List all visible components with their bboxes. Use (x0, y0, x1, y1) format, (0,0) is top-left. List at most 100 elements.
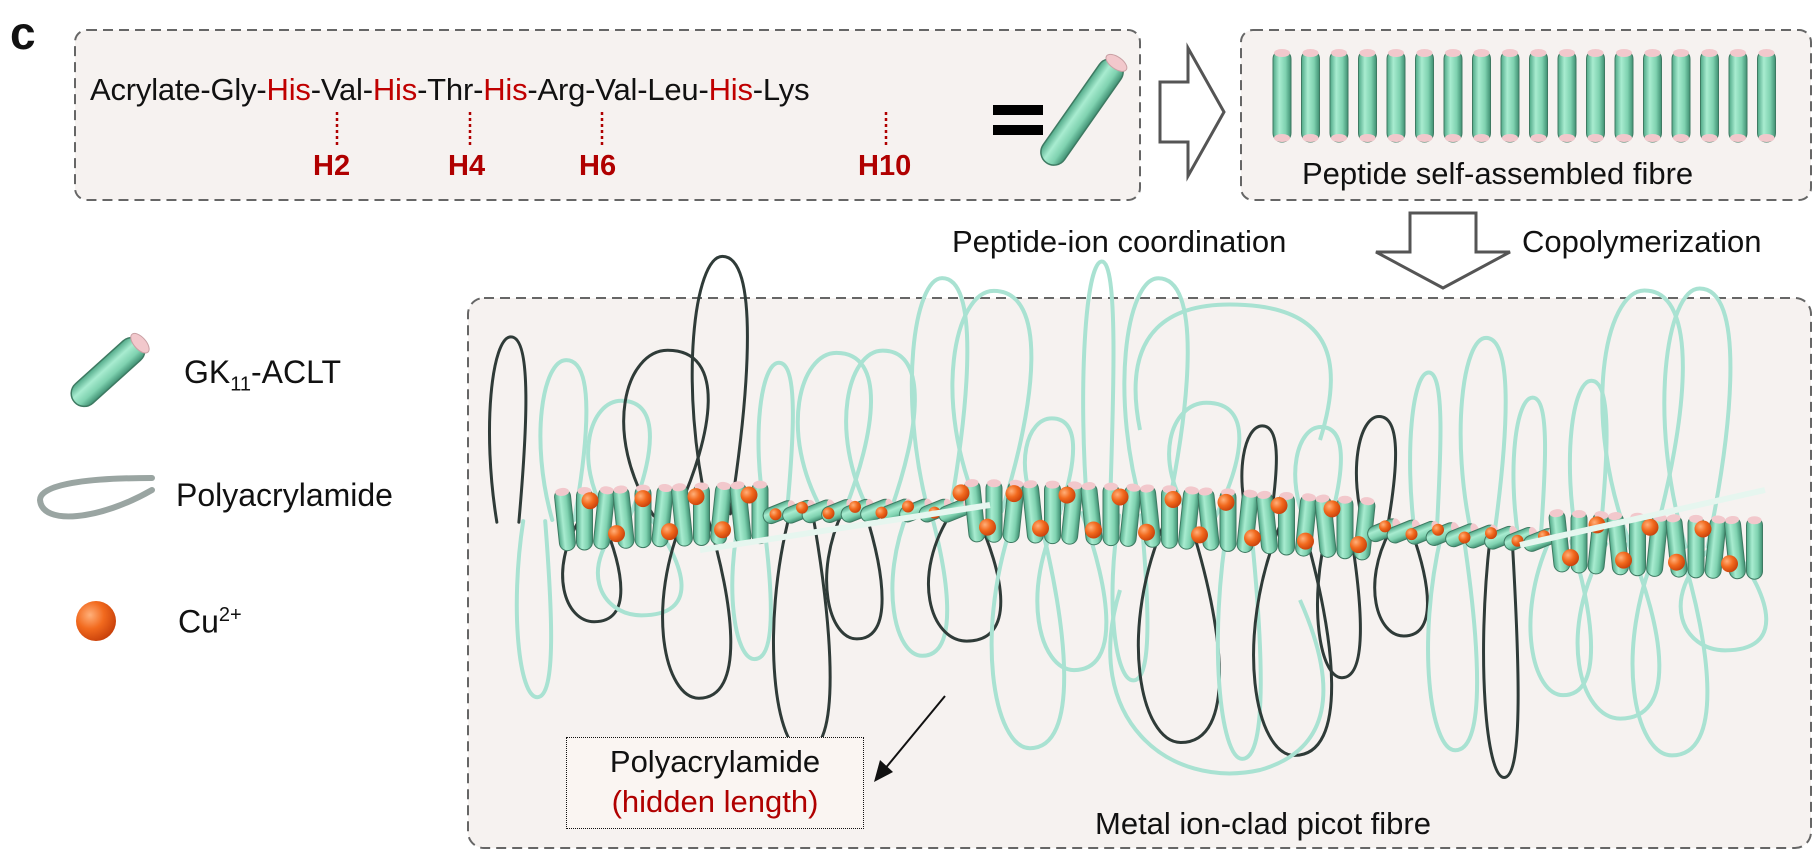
polymer-loop (1215, 519, 1263, 761)
copper-ion (714, 521, 731, 539)
polymer-loop (730, 510, 773, 662)
equals-sign (993, 105, 1043, 135)
peptide-cylinder-icon (1040, 53, 1128, 166)
copper-ion (979, 518, 996, 536)
panel-letter: c (10, 7, 36, 59)
copper-ion (1270, 496, 1288, 514)
polymer-loop (1567, 378, 1609, 545)
polymer-loop (1108, 589, 1326, 776)
his-label-h6: H6 (579, 150, 617, 182)
copper-ion (796, 501, 808, 514)
callout-line2: (hidden length) (611, 784, 819, 819)
polymer-loop (1240, 424, 1278, 524)
his-label-h2: H2 (313, 150, 351, 182)
polymer-loop (538, 358, 589, 522)
polymer-loop (622, 348, 710, 518)
sequence-panel (74, 29, 1141, 201)
copper-ion (849, 500, 861, 513)
copper-ion (1191, 526, 1208, 544)
copper-ion (1721, 555, 1738, 573)
polymer-loop (1373, 529, 1429, 638)
polymer-loop (561, 517, 623, 624)
copper-ion (1058, 486, 1076, 504)
fibre-peptide-cylinder (1757, 49, 1776, 143)
copper-ion (1668, 553, 1685, 571)
down-arrow-icon (1375, 211, 1511, 290)
sequence-segment: Acrylate-Gly- (90, 72, 267, 107)
polymer-loop (1293, 425, 1343, 528)
polymer-loop (1678, 545, 1769, 653)
polymer-loop (1122, 276, 1190, 519)
polymer-loop (1167, 400, 1242, 522)
copper-ion (1085, 521, 1102, 539)
polymer-loop (514, 519, 554, 700)
copper-ion (1323, 500, 1341, 518)
copper-ion (1405, 528, 1418, 541)
fibre-peptide-cylinder (1557, 49, 1577, 143)
copper-ion (1458, 531, 1471, 544)
right-arrow-icon (1158, 42, 1226, 182)
polymer-loop (595, 514, 684, 618)
core-peptide-cylinder (1336, 495, 1354, 560)
polymer-loop (825, 509, 884, 641)
polymer-loop (1482, 536, 1520, 779)
sequence-segment: -Lys (752, 72, 810, 107)
copper-ion (1379, 520, 1391, 533)
core-peptide-cylinder (554, 487, 576, 552)
polymer-loop (927, 509, 1003, 643)
step-left-label: Peptide-ion coordination (952, 224, 1287, 259)
copper-ion (875, 506, 888, 519)
polymer-loop (1600, 288, 1685, 547)
his-label-h10: H10 (858, 150, 912, 182)
his-label-h4: H4 (448, 150, 486, 182)
polymer-loop (756, 360, 795, 515)
copper-ion (581, 492, 599, 510)
copper-ion (1138, 523, 1155, 541)
polymer-loop (909, 276, 970, 513)
copper-ion (952, 484, 970, 502)
fibre-peptide-cylinder (1301, 49, 1320, 143)
fibre-peptide-cylinder (1728, 49, 1748, 143)
sequence-his-residue: His (266, 72, 311, 107)
legend-peptide-label: GK11-ACLT (184, 354, 342, 396)
fibre-peptide-cylinder (1329, 49, 1349, 143)
legend-ion-label: Cu2+ (178, 603, 242, 640)
polymer-loop (1136, 516, 1221, 745)
polymer-loop (1575, 541, 1662, 721)
polymer-loop (1458, 335, 1508, 539)
sequence-his-residue: His (483, 72, 528, 107)
fibre-peptide-cylinder (1700, 49, 1719, 143)
polymer-loop (1662, 286, 1733, 549)
copper-ion (1485, 527, 1497, 540)
bottom-caption: Metal ion-clad picot fibre (1095, 806, 1431, 841)
polymer-loop (1035, 511, 1109, 673)
polymer-loop (1081, 259, 1116, 517)
polymer-strand (1519, 487, 1766, 548)
fibre-peptide-cylinder (1386, 49, 1406, 143)
polymer-loop (1354, 414, 1398, 532)
sequence-segment: -Thr- (417, 72, 484, 107)
polymer-loop (1133, 302, 1333, 441)
fibre-peptide-cylinder (1586, 49, 1605, 143)
polymer-strand (699, 502, 991, 553)
core-peptide-cylinder (1746, 516, 1763, 580)
legend-polymer-icon (36, 475, 155, 520)
copper-ion (1562, 549, 1579, 567)
sequence-his-residue: His (708, 72, 753, 107)
fibre-caption: Peptide self-assembled fibre (1302, 156, 1694, 191)
polymer-loop (1022, 416, 1076, 515)
copper-ion (1432, 523, 1444, 536)
copper-ion (1111, 488, 1129, 506)
copper-ion (608, 525, 625, 543)
core-peptide-cylinder (1044, 480, 1061, 545)
polymer-loop (487, 335, 528, 524)
polyacrylamide-loops (487, 254, 1769, 779)
fibre-peptide-cylinder (1614, 49, 1634, 143)
legend-peptide-icon (70, 332, 150, 408)
polymer-loop (1110, 513, 1150, 683)
copper-ion (634, 490, 652, 508)
sequence-segment: -Val- (310, 72, 373, 107)
fibre-peptide-cylinder (1643, 49, 1662, 143)
polymer-loop (1511, 395, 1548, 542)
